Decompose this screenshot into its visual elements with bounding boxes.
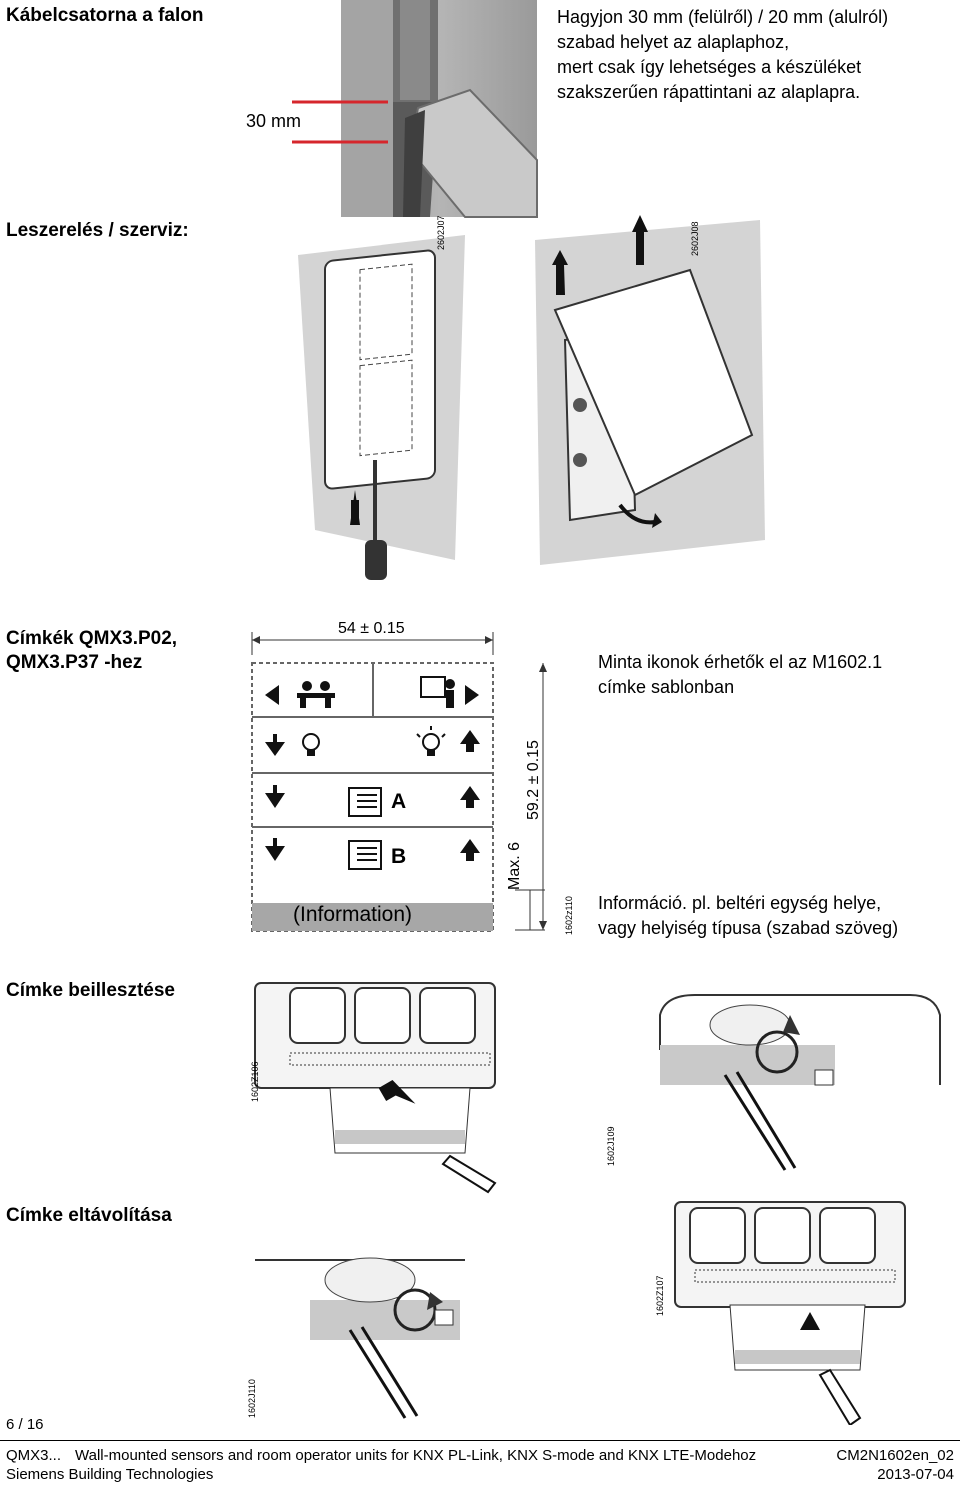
label-b: B — [391, 845, 407, 868]
fig-id-2602j07: 2602J07 — [436, 215, 446, 250]
max-dimension: Max. 6 — [506, 841, 523, 890]
note-line: címke sablonban — [598, 677, 735, 697]
remove-figure-right — [674, 1201, 906, 1425]
fig-id-2602j08: 2602J08 — [690, 221, 700, 256]
heading-labels: Címkék QMX3.P02, QMX3.P37 -hez — [6, 627, 177, 675]
removal-figure-right — [535, 215, 765, 565]
note-line: Hagyjon 30 mm (felülről) / 20 mm (alulró… — [557, 7, 889, 27]
cable-duct-note: Hagyjon 30 mm (felülről) / 20 mm (alulró… — [557, 5, 888, 105]
footer-product: QMX3... — [6, 1447, 62, 1464]
fig-id-1602z110: 1602z110 — [564, 896, 574, 935]
footer-divider — [0, 1440, 960, 1441]
heading-labels-line: QMX3.P37 -hez — [6, 652, 143, 673]
fig-id-1602z106: 1602Z106 — [250, 1061, 260, 1102]
note-line: vagy helyiség típusa (szabad szöveg) — [598, 918, 899, 938]
height-dimension: 59.2 ± 0.15 — [525, 740, 542, 820]
page-number: 6 / 16 — [6, 1416, 44, 1433]
heading-cable-duct: Kábelcsatorna a falon — [6, 5, 204, 26]
heading-remove-label: Címke eltávolítása — [6, 1205, 172, 1226]
fig-id-1602z107: 1602Z107 — [655, 1275, 665, 1316]
insert-figure-right — [659, 994, 941, 1171]
label-a: A — [391, 790, 407, 813]
note-line: Minta ikonok érhetők el az M1602.1 — [598, 652, 883, 672]
footer-doc-id: CM2N1602en_02 — [836, 1447, 954, 1464]
labels-note-2: Információ. pl. beltéri egység helye, va… — [598, 891, 898, 941]
label-template-figure — [251, 632, 547, 932]
note-line: Információ. pl. beltéri egység helye, — [598, 893, 882, 913]
heading-labels-line: Címkék QMX3.P02, — [6, 628, 178, 649]
note-line: szabad helyet az alaplaphoz, — [557, 32, 790, 52]
footer-date: 2013-07-04 — [877, 1466, 954, 1483]
footer-company: Siemens Building Technologies — [6, 1466, 214, 1483]
fig-id-1602j109: 1602J109 — [606, 1126, 616, 1166]
footer-title: Wall-mounted sensors and room operator u… — [75, 1447, 757, 1464]
dimension-30mm: 30 mm — [246, 111, 302, 131]
note-line: szakszerűen rápattintani az alaplapra. — [557, 82, 861, 102]
note-line: mert csak így lehetséges a készüléket — [557, 57, 862, 77]
width-dimension: 54 ± 0.15 — [338, 620, 405, 637]
insert-figure-left — [254, 982, 497, 1194]
cable-duct-photo — [292, 0, 538, 218]
remove-figure-left — [255, 1257, 465, 1419]
labels-note-1: Minta ikonok érhetők el az M1602.1 címke… — [598, 650, 882, 700]
info-text: (Information) — [293, 903, 413, 926]
heading-insert-label: Címke beillesztése — [6, 980, 175, 1001]
fig-id-1602j110: 1602J110 — [247, 1379, 257, 1418]
removal-figure-left — [298, 235, 465, 580]
heading-removal: Leszerelés / szerviz: — [6, 220, 189, 241]
